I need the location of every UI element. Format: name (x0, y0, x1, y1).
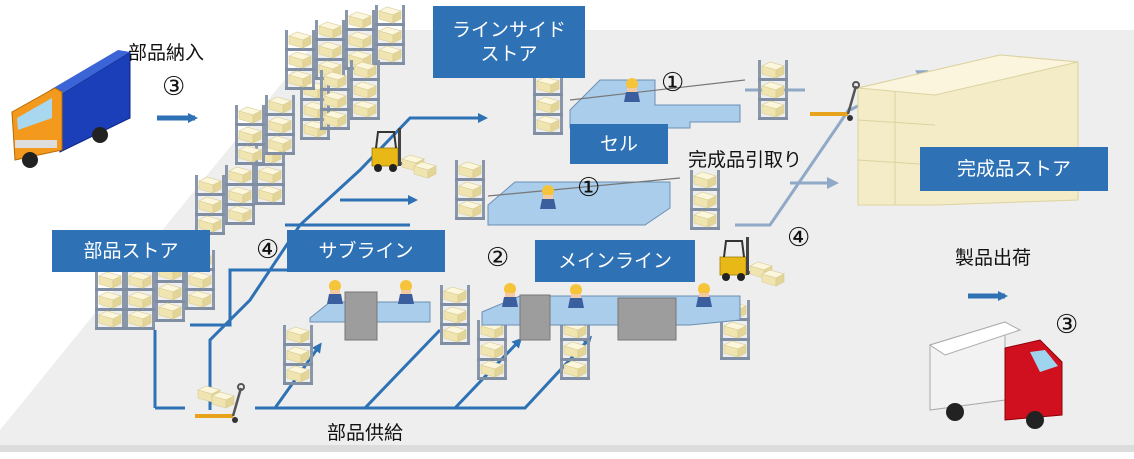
lineside-store-label: ラインサイド ストア (433, 6, 585, 78)
step-marker-4-finished: ④ (787, 223, 811, 253)
parts-supply-text: 部品供給 (327, 422, 404, 444)
direction-arrows (157, 113, 1008, 301)
parts-store-label: 部品ストア (52, 230, 210, 272)
parts-delivery-text: 部品納入 (128, 42, 205, 64)
incoming-truck (11, 50, 131, 168)
step-marker-3-shipping: ③ (1055, 310, 1079, 340)
step-marker-4-parts: ④ (256, 235, 280, 265)
product-shipping-text: 製品出荷 (955, 247, 1032, 269)
finished-goods-store-label: 完成品ストア (920, 147, 1108, 191)
main-line-label: メインライン (535, 240, 695, 282)
outgoing-truck (928, 321, 1063, 429)
sub-line-conveyor (309, 291, 677, 341)
finished-goods-pickup-text: 完成品引取り (688, 149, 803, 171)
step-marker-1-main: ① (577, 173, 601, 203)
step-marker-2: ② (486, 243, 510, 273)
sub-line-label: サブライン (287, 230, 445, 272)
cell-label: セル (570, 124, 668, 164)
step-marker-1-cell: ① (661, 68, 685, 98)
step-marker-3-delivery: ③ (162, 72, 186, 102)
